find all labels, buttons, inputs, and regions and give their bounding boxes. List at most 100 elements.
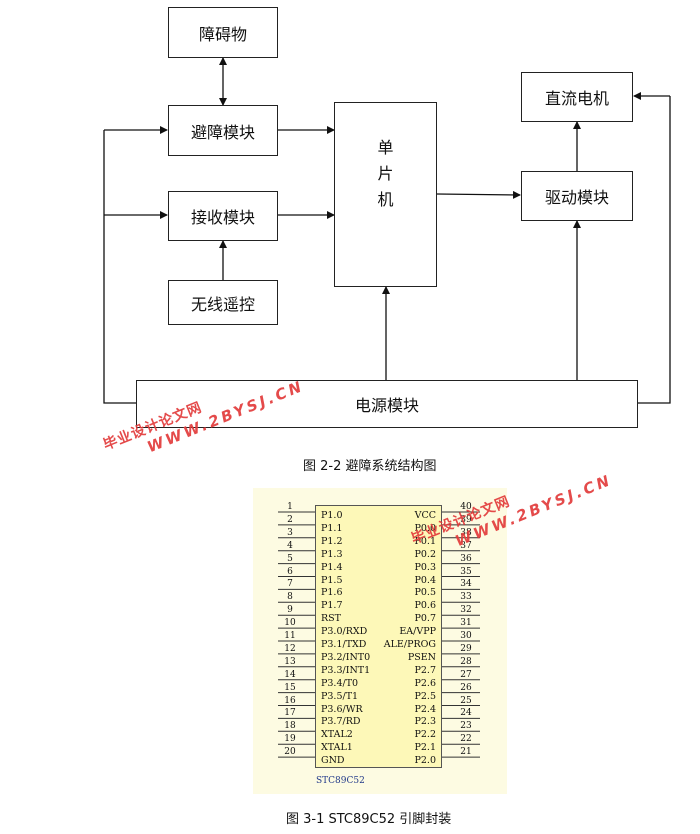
pin-number: 35 xyxy=(460,566,472,577)
pin-number: 16 xyxy=(284,695,296,706)
pin-number: 1 xyxy=(287,502,293,512)
pin-label: P3.6/WR xyxy=(321,703,363,715)
pin-label: P0.0 xyxy=(414,522,436,534)
pin-label: P0.4 xyxy=(414,574,436,586)
pin-number: 23 xyxy=(460,721,472,732)
pin-label: P1.3 xyxy=(321,548,343,560)
pin-label: GND xyxy=(321,755,345,767)
pin-label: P3.0/RXD xyxy=(321,626,368,638)
pin-label: P1.6 xyxy=(321,587,343,599)
mcu-label-2: 片 xyxy=(377,164,394,183)
mcu-label-1: 单 xyxy=(377,138,394,157)
pin-number: 31 xyxy=(460,618,472,629)
pin-label: P3.3/INT1 xyxy=(321,664,371,676)
power-module-block: 电源模块 xyxy=(136,380,638,428)
pin-number: 11 xyxy=(284,631,296,641)
pin-number: 32 xyxy=(460,605,472,616)
pin-label: P2.0 xyxy=(414,755,436,767)
pin-label: P0.1 xyxy=(414,535,436,547)
power-module-label: 电源模块 xyxy=(354,396,419,415)
pin-number: 18 xyxy=(284,721,296,732)
pin-label: PSEN xyxy=(407,651,436,663)
pin-number: 13 xyxy=(284,656,296,667)
pin-label: P0.2 xyxy=(414,548,436,560)
pin-label: P0.5 xyxy=(414,587,436,599)
pin-number: 21 xyxy=(460,747,472,758)
pin-label: XTAL1 xyxy=(321,742,353,754)
pin-number: 37 xyxy=(460,540,472,551)
pin-label: VCC xyxy=(414,510,436,521)
pin-label: P0.6 xyxy=(414,600,436,612)
line-power-right-loop xyxy=(638,96,671,404)
pin-number: 2 xyxy=(287,514,293,525)
line-power-left-loop xyxy=(103,130,136,404)
pin-number: 33 xyxy=(460,592,472,603)
pin-number: 8 xyxy=(287,592,293,603)
pin-label: P0.7 xyxy=(414,613,436,625)
pin-label: P3.4/T0 xyxy=(321,677,359,689)
pin-label: P2.3 xyxy=(414,716,436,728)
pin-label: ALE/PROG xyxy=(383,639,436,650)
wireless-remote-label: 无线遥控 xyxy=(190,294,255,314)
mcu-label-3: 机 xyxy=(377,190,394,209)
pin-number: 38 xyxy=(460,527,472,538)
pin-label: P3.7/RD xyxy=(321,716,361,728)
pin-number: 20 xyxy=(284,747,296,758)
pin-number: 9 xyxy=(287,605,293,616)
pin-label: P2.4 xyxy=(414,703,436,715)
dc-motor-block: 直流电机 xyxy=(521,72,633,122)
pin-number: 26 xyxy=(460,682,472,693)
pin-number: 7 xyxy=(287,579,293,590)
pin-label: P3.2/INT0 xyxy=(321,651,371,663)
drive-module-block: 驱动模块 xyxy=(521,171,633,221)
pin-label: P1.0 xyxy=(321,510,343,521)
receive-module-label: 接收模块 xyxy=(190,208,255,227)
pin-number: 40 xyxy=(460,502,472,512)
pin-label: EA/VPP xyxy=(399,626,436,638)
obstacle-label: 障碍物 xyxy=(198,24,247,44)
pin-number: 4 xyxy=(287,540,293,551)
pin-label: P1.5 xyxy=(321,574,343,586)
pin-label: P3.5/T1 xyxy=(321,690,359,702)
avoid-module-block: 避障模块 xyxy=(168,105,278,156)
pin-label: P2.6 xyxy=(414,677,436,689)
pin-label: P2.2 xyxy=(414,729,436,741)
wireless-remote-block: 无线遥控 xyxy=(168,280,278,325)
caption-structure-diagram: 图 2-2 避障系统结构图 xyxy=(303,459,437,474)
pin-label: RST xyxy=(321,613,341,625)
pin-number: 25 xyxy=(460,695,472,706)
pin-label: P2.7 xyxy=(414,664,436,676)
pin-number: 29 xyxy=(460,643,472,654)
pin-number: 14 xyxy=(284,669,296,680)
pin-number: 39 xyxy=(460,514,472,525)
chip-name: STC89C52 xyxy=(316,776,365,786)
pin-number: 28 xyxy=(460,656,472,667)
pin-number: 27 xyxy=(460,669,472,680)
pin-number: 24 xyxy=(460,708,472,719)
pin-number: 3 xyxy=(287,527,293,538)
avoid-module-label: 避障模块 xyxy=(190,122,255,142)
mcu-block: 单 片 机 xyxy=(334,102,437,287)
pin-number: 10 xyxy=(284,618,296,629)
pin-label: XTAL2 xyxy=(321,729,353,741)
pin-label: P1.1 xyxy=(321,522,343,534)
pin-label: P1.4 xyxy=(321,561,343,573)
pin-number: 30 xyxy=(460,631,472,641)
pin-label: P1.2 xyxy=(321,535,343,547)
pin-number: 6 xyxy=(287,566,293,577)
pin-number: 36 xyxy=(460,553,472,564)
chip-body xyxy=(315,505,442,768)
pin-number: 19 xyxy=(284,734,296,745)
pin-number: 15 xyxy=(284,682,296,693)
dc-motor-label: 直流电机 xyxy=(544,89,609,108)
caption-pinout: 图 3-1 STC89C52 引脚封装 xyxy=(286,812,452,827)
obstacle-block: 障碍物 xyxy=(168,7,278,58)
pin-label: P2.1 xyxy=(414,742,436,754)
pin-number: 17 xyxy=(284,708,296,719)
pin-label: P2.5 xyxy=(414,690,436,702)
receive-module-block: 接收模块 xyxy=(168,191,278,241)
pin-label: P0.3 xyxy=(414,561,436,573)
pin-number: 5 xyxy=(287,553,293,564)
